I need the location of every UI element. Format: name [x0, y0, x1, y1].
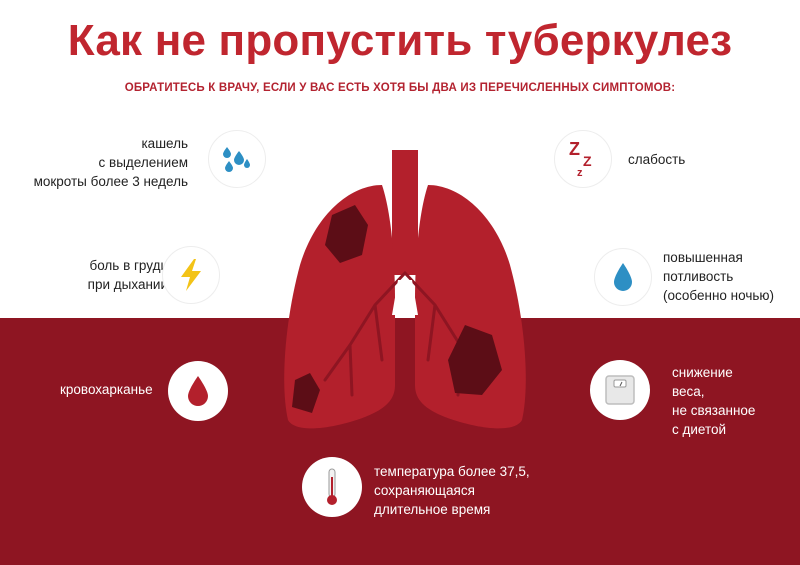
- lesion-lower-left: [292, 373, 320, 413]
- blood-drop-icon: [168, 361, 228, 421]
- symptom-chest-pain: боль в груди при дыхании: [20, 256, 168, 294]
- symptom-weakness: слабость: [628, 150, 778, 169]
- symptom-weight-loss-line-1: снижение: [672, 365, 733, 380]
- lesion-lower-right: [448, 325, 502, 395]
- symptom-weight-loss-line-4: с диетой: [672, 422, 727, 437]
- symptom-sweating: повышенная потливость (особенно ночью): [663, 248, 793, 305]
- symptom-weight-loss-line-3: не связанное: [672, 403, 756, 418]
- sleep-zzz-icon: Z Z z: [554, 130, 612, 188]
- symptom-hemoptysis-line-1: кровохарканье: [60, 382, 153, 397]
- symptom-temperature-line-2: сохраняющаяся: [374, 483, 475, 498]
- symptom-sweating-line-1: повышенная: [663, 250, 743, 265]
- symptom-weakness-line-1: слабость: [628, 152, 686, 167]
- lesion-upper-left: [325, 205, 368, 263]
- symptom-temperature-line-1: температура более 37,5,: [374, 464, 530, 479]
- lightning-icon: [162, 246, 220, 304]
- symptom-cough-line-2: с выделением: [98, 155, 188, 170]
- symptom-chest-pain-line-2: при дыхании: [87, 277, 168, 292]
- symptom-chest-pain-line-1: боль в груди: [89, 258, 168, 273]
- symptom-weight-loss: снижение веса, не связанное с диетой: [672, 363, 792, 439]
- water-drops-icon: [208, 130, 266, 188]
- page-subtitle: ОБРАТИТЕСЬ К ВРАЧУ, ЕСЛИ У ВАС ЕСТЬ ХОТЯ…: [124, 82, 676, 94]
- symptom-temperature: температура более 37,5, сохраняющаяся дл…: [374, 462, 574, 519]
- symptom-weight-loss-line-2: веса,: [672, 384, 705, 399]
- symptom-cough-line-3: мокроты более 3 недель: [33, 174, 188, 189]
- symptom-sweating-line-2: потливость: [663, 269, 734, 284]
- symptom-hemoptysis: кровохарканье: [60, 380, 170, 399]
- symptom-cough-line-1: кашель: [141, 136, 188, 151]
- symptom-temperature-line-3: длительное время: [374, 502, 491, 517]
- scale-icon: [590, 360, 650, 420]
- lungs-illustration: [284, 150, 526, 429]
- sweat-drop-icon: [594, 248, 652, 306]
- symptom-cough: кашель с выделением мокроты более 3 неде…: [20, 134, 188, 191]
- bottom-red-band: [0, 318, 800, 565]
- page-title: Как не пропустить туберкулез: [67, 16, 733, 65]
- symptom-sweating-line-3: (особенно ночью): [663, 288, 775, 303]
- thermometer-icon: [302, 457, 362, 517]
